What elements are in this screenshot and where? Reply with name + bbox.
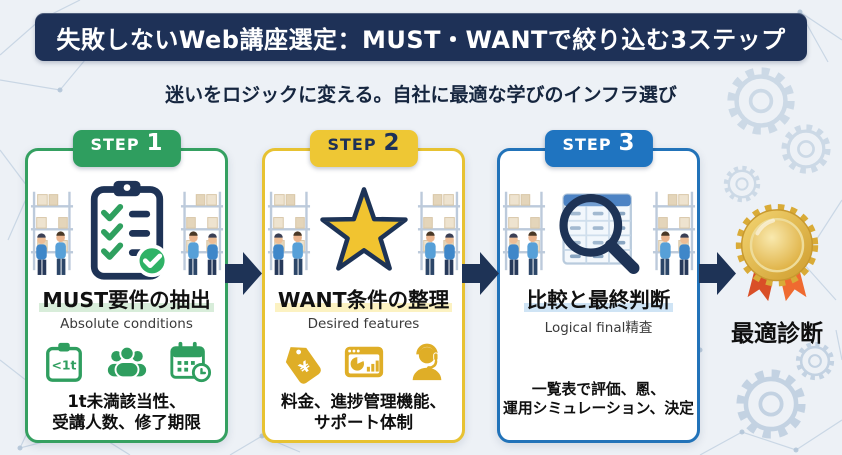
result-label: 最適診断 — [731, 321, 823, 347]
warehouse-scene-icon — [267, 178, 311, 282]
step-1-icon-row: <1t — [42, 340, 212, 385]
magnifier-table-icon — [558, 193, 639, 274]
step-2-card: STEP 2 WANT条件の整理 Desired features ¥ — [262, 130, 465, 443]
warehouse-scene-icon — [502, 178, 546, 282]
flow-arrow-icon — [699, 252, 736, 295]
star-icon — [319, 187, 408, 271]
page-title: 失敗しないWeb講座選定：MUST・WANTで絞り込む3ステップ — [56, 25, 786, 54]
step-3-illustration — [502, 172, 696, 282]
price-tag-icon: ¥ — [285, 347, 321, 384]
step-1-heading: MUST要件の抽出 — [39, 288, 214, 313]
step-3-subheading: Logical final精査 — [544, 319, 653, 336]
step-2-note: 料金、進捗管理機能、 サポート体制 — [281, 391, 446, 433]
step-3-note: 一覧表で評価、慁、 運用シミュレーション、決定 — [503, 380, 694, 418]
step-2-subheading: Desired features — [307, 315, 420, 332]
warehouse-scene-icon — [30, 178, 74, 282]
step-3-tab: STEP 3 — [544, 130, 653, 167]
step-tab-label: STEP — [90, 135, 140, 154]
people-group-icon — [107, 345, 146, 379]
medal-icon — [735, 204, 819, 302]
step-3-card: STEP 3 — [497, 130, 700, 443]
result-block: 最適診断 — [714, 204, 840, 348]
calendar-clock-icon — [169, 341, 211, 383]
step-2-tab: STEP 2 — [309, 130, 418, 167]
title-banner: 失敗しないWeb講座選定：MUST・WANTで絞り込む3ステップ — [35, 13, 807, 61]
svg-text:<1t: <1t — [51, 358, 76, 373]
step-tab-number: 3 — [618, 130, 635, 156]
step-1-card: STEP 1 MUST要件の抽出 Absolute conditions — [25, 130, 228, 443]
progress-chart-icon — [344, 346, 383, 378]
warehouse-scene-icon — [180, 178, 224, 282]
page-subtitle: 迷いをロジックに変える。自社に最適な学びのインフラ選び — [165, 84, 677, 106]
warehouse-scene-icon — [652, 178, 696, 282]
clipboard-lt1t-icon: <1t — [45, 342, 82, 382]
checklist-clipboard-icon — [90, 180, 168, 280]
step-3-heading: 比較と最終判断 — [523, 288, 674, 313]
warehouse-scene-icon — [417, 178, 461, 282]
step-1-subheading: Absolute conditions — [60, 315, 193, 332]
flow-arrow-icon — [462, 252, 499, 295]
step-tab-number: 1 — [146, 130, 163, 156]
gear-icon — [722, 164, 762, 204]
step-2-heading: WANT条件の整理 — [274, 288, 453, 313]
support-agent-icon — [412, 343, 441, 381]
step-1-tab: STEP 1 — [72, 130, 181, 167]
gear-icon — [779, 122, 833, 176]
flow-arrow-icon — [225, 252, 262, 295]
step-2-illustration — [267, 172, 461, 282]
step-2-icon-row: ¥ — [279, 340, 449, 385]
step-1-note: 1t未満該当性、 受講人数、修了期限 — [52, 391, 201, 433]
step-tab-label: STEP — [327, 135, 377, 154]
step-tab-label: STEP — [562, 135, 612, 154]
step-tab-number: 2 — [383, 130, 400, 156]
step-1-illustration — [30, 172, 224, 282]
